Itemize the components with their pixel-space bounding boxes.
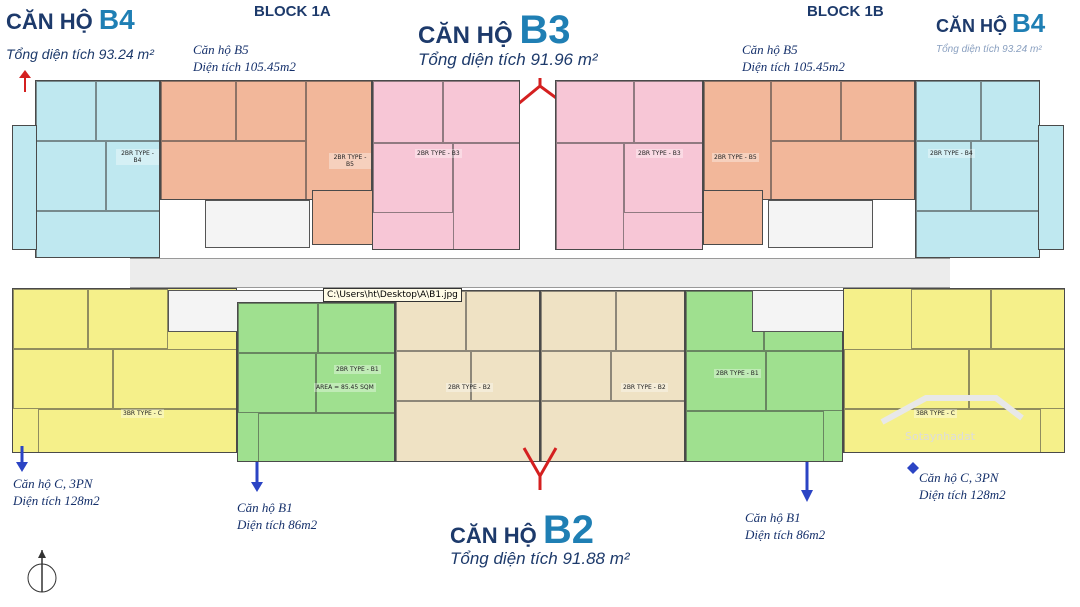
unit-b2-right: 2BR TYPE - B2	[540, 290, 685, 462]
b5-left-note-line1: Căn hộ B5	[193, 42, 249, 57]
red-up-arrow-left	[19, 70, 31, 92]
b4-right-code: B4	[1012, 8, 1046, 38]
blue-down-arrow-b1-right	[801, 462, 813, 502]
unit-b4-left: 2BR TYPE - B4	[35, 80, 160, 258]
house-logo-icon	[880, 395, 1024, 425]
unit-b3-left-tag: 2BR TYPE - B3	[415, 149, 462, 158]
b4-left-title: CĂN HỘ B4	[6, 4, 135, 36]
b5-right-note-line2: Diện tích 105.45m2	[742, 59, 845, 74]
watermark-text: Sotaynhadat	[905, 430, 975, 443]
unit-b2-right-tag: 2BR TYPE - B2	[621, 383, 668, 392]
unit-b2-left: 2BR TYPE - B2	[395, 290, 540, 462]
b4-right-title: CĂN HỘ B4	[936, 8, 1045, 39]
c-right-note-line1: Căn hộ C, 3PN	[919, 470, 999, 485]
north-compass-icon	[27, 550, 57, 593]
file-path-tooltip: C:\Users\ht\Desktop\A\B1.jpg	[323, 288, 462, 302]
c-right-note-line2: Diện tích 128m2	[919, 487, 1006, 502]
red-chevron-down-arrow-b2	[522, 447, 558, 490]
stair-core-1b	[768, 200, 873, 248]
unit-b3-right: 2BR TYPE - B3	[555, 80, 703, 250]
unit-b5-left-tag: 2BR TYPE - B5	[329, 153, 371, 169]
block-1b-label: BLOCK 1B	[807, 3, 884, 20]
unit-b5-left-wing	[312, 190, 374, 245]
unit-b1-right-tag: 2BR TYPE - B1	[714, 369, 761, 378]
b4-right-prefix: CĂN HỘ	[936, 16, 1007, 36]
b3-code: B3	[519, 8, 571, 52]
corridor	[130, 258, 950, 288]
unit-b4-right-tag: 2BR TYPE - B4	[928, 149, 975, 158]
unit-b4-left-balcony	[12, 125, 37, 250]
b1-left-note-line2: Diện tích 86m2	[237, 517, 318, 532]
unit-b2-left-tag: 2BR TYPE - B2	[446, 383, 493, 392]
blue-dot-marker-c-right	[907, 462, 919, 474]
unit-b5-left: 2BR TYPE - B5	[160, 80, 372, 200]
block-1a-label: BLOCK 1A	[254, 3, 331, 20]
b3-area: Tổng diện tích 91.96 m²	[418, 50, 598, 69]
b2-prefix: CĂN HỘ	[450, 523, 537, 548]
b1-left-note: Căn hộ B1 Diện tích 86m2	[237, 499, 317, 533]
unit-b3-left: 2BR TYPE - B3	[372, 80, 520, 250]
unit-c-left-tag: 3BR TYPE - C	[121, 409, 164, 418]
b1-left-note-line1: Căn hộ B1	[237, 500, 293, 515]
unit-b5-right: 2BR TYPE - B5	[703, 80, 915, 200]
c-left-note-line1: Căn hộ C, 3PN	[13, 476, 93, 491]
unit-b1-left-tag: 2BR TYPE - B1	[334, 365, 381, 374]
blue-down-arrow-b1-left	[251, 462, 263, 492]
unit-b5-right-tag: 2BR TYPE - B5	[712, 153, 759, 162]
b3-prefix: CĂN HỘ	[418, 22, 513, 49]
b1-right-note: Căn hộ B1 Diện tích 86m2	[745, 509, 825, 543]
b1-right-note-line2: Diện tích 86m2	[745, 527, 826, 542]
b1-right-note-line1: Căn hộ B1	[745, 510, 801, 525]
b4-left-area: Tổng diện tích 93.24 m²	[6, 46, 154, 62]
unit-c-right: 3BR TYPE - C	[843, 288, 1065, 453]
unit-b4-left-tag: 2BR TYPE - B4	[116, 149, 159, 165]
unit-b1-left-area-tag: AREA = 85.45 SQM	[314, 383, 376, 392]
b5-right-note: Căn hộ B5 Diện tích 105.45m2	[742, 41, 845, 75]
unit-b1-left: 2BR TYPE - B1 AREA = 85.45 SQM	[237, 302, 395, 462]
b2-area: Tổng diện tích 91.88 m²	[450, 549, 630, 568]
unit-c-right-tag: 3BR TYPE - C	[914, 409, 957, 418]
stair-core-1a	[205, 200, 310, 248]
unit-b5-right-wing	[703, 190, 763, 245]
b5-left-note: Căn hộ B5 Diện tích 105.45m2	[193, 41, 296, 75]
unit-b4-right-balcony	[1038, 125, 1064, 250]
b4-left-prefix: CĂN HỘ	[6, 9, 93, 34]
c-right-note: Căn hộ C, 3PN Diện tích 128m2	[919, 469, 1006, 503]
c-left-note-line2: Diện tích 128m2	[13, 493, 100, 508]
watermark-logo	[876, 392, 1026, 435]
b5-right-note-line1: Căn hộ B5	[742, 42, 798, 57]
c-left-note: Căn hộ C, 3PN Diện tích 128m2	[13, 475, 100, 509]
b4-right-area: Tổng diện tích 93.24 m²	[936, 44, 1042, 55]
b2-code: B2	[542, 508, 595, 552]
unit-b4-right: 2BR TYPE - B4	[915, 80, 1040, 258]
b4-left-code: B4	[98, 4, 135, 35]
blue-down-arrow-c-left	[16, 446, 28, 472]
b3-title: CĂN HỘ B3	[418, 8, 570, 53]
b2-title: CĂN HỘ B2	[450, 508, 594, 553]
unit-b3-right-tag: 2BR TYPE - B3	[636, 149, 683, 158]
b5-left-note-line2: Diện tích 105.45m2	[193, 59, 296, 74]
